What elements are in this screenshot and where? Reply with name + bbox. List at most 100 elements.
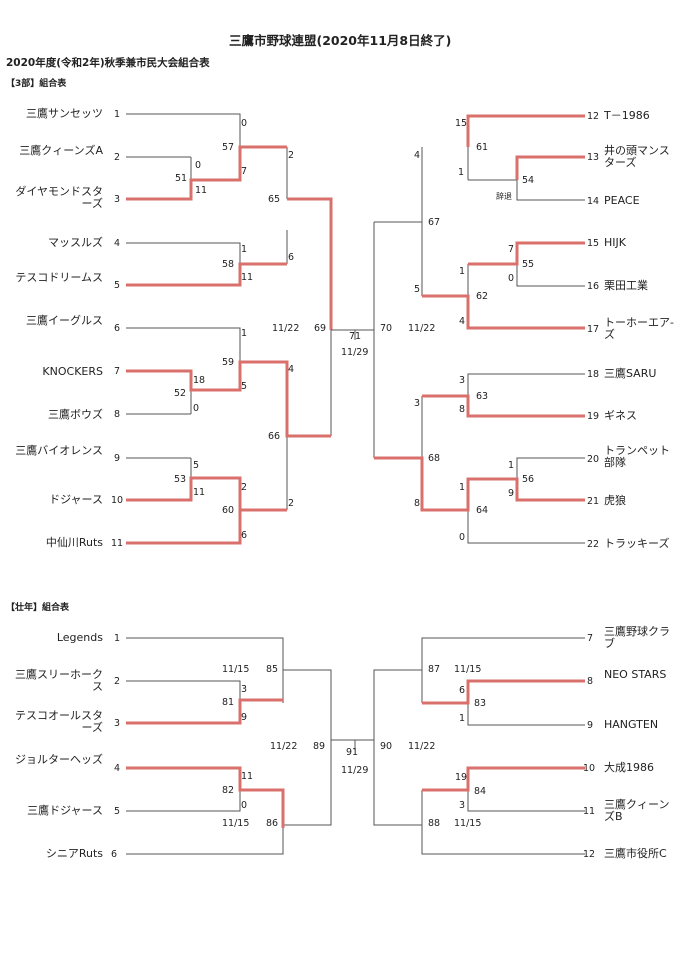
score: 6 bbox=[459, 685, 466, 696]
score: 3 bbox=[459, 375, 466, 386]
score: 8 bbox=[414, 498, 421, 509]
score: 5 bbox=[241, 381, 248, 392]
score: 4 bbox=[414, 150, 421, 161]
match-number: 51 bbox=[175, 173, 188, 184]
team-name: T－1986 bbox=[604, 109, 650, 122]
team-name: マッスルズ bbox=[48, 236, 103, 249]
team-name: ドジャース bbox=[49, 493, 103, 506]
score: 7 bbox=[508, 244, 515, 255]
team-seed: 16 bbox=[587, 281, 600, 292]
match-number: 61 bbox=[476, 142, 489, 153]
score: 辞退 bbox=[496, 192, 512, 201]
team-seed: 10 bbox=[111, 495, 124, 506]
team-seed: 9 bbox=[114, 453, 121, 464]
team-name: 三鷹ドジャース bbox=[27, 804, 103, 817]
team-seed: 15 bbox=[587, 238, 600, 249]
team-seed: 6 bbox=[111, 849, 118, 860]
score: 11 bbox=[241, 771, 254, 782]
match-number: 52 bbox=[174, 388, 187, 399]
section-label-div3: 【3部】組合表 bbox=[6, 79, 67, 89]
team-seed: 13 bbox=[587, 152, 600, 163]
team-name: トラッキーズ bbox=[604, 537, 670, 550]
match-number: 84 bbox=[474, 786, 487, 797]
date-label: 11/22 bbox=[270, 741, 298, 752]
score: 11 bbox=[195, 185, 208, 196]
match-number: 62 bbox=[476, 291, 489, 302]
match-number: 85 bbox=[266, 664, 279, 675]
div3-left-lines bbox=[126, 113, 332, 510]
match-number: 56 bbox=[522, 474, 535, 485]
team-name: テスコオールスターズ bbox=[15, 709, 103, 734]
senior-left-lines bbox=[126, 637, 332, 855]
score: 2 bbox=[288, 150, 295, 161]
team-seed: 11 bbox=[111, 538, 124, 549]
team-seed: 3 bbox=[114, 194, 121, 205]
team-name: 栗田工業 bbox=[604, 279, 648, 292]
team-name: HANGTEN bbox=[604, 718, 659, 731]
score: 1 bbox=[508, 460, 515, 471]
date-label: 11/15 bbox=[222, 818, 250, 829]
team-name: NEO STARS bbox=[604, 668, 667, 681]
div3-right-lines bbox=[331, 147, 585, 544]
team-seed: 18 bbox=[587, 369, 600, 380]
team-seed: 9 bbox=[587, 720, 594, 731]
date-label: 11/22 bbox=[272, 323, 300, 334]
score: 1 bbox=[459, 266, 466, 277]
score: 3 bbox=[241, 684, 248, 695]
score: 0 bbox=[195, 160, 202, 171]
team-name: 井の頭マンスターズ bbox=[604, 144, 670, 169]
team-seed: 14 bbox=[587, 196, 600, 207]
match-number: 53 bbox=[174, 474, 187, 485]
score: 6 bbox=[288, 252, 295, 263]
team-name: 三鷹クィーンズA bbox=[19, 144, 103, 157]
match-number: 66 bbox=[268, 431, 281, 442]
match-number: 68 bbox=[428, 453, 441, 464]
match-number: 86 bbox=[266, 818, 279, 829]
team-seed: 17 bbox=[587, 324, 600, 335]
match-number: 64 bbox=[476, 505, 489, 516]
team-seed: 12 bbox=[583, 849, 596, 860]
team-name: Legends bbox=[56, 631, 103, 644]
date-label: 11/15 bbox=[454, 664, 482, 675]
score: 9 bbox=[241, 712, 248, 723]
team-name: 虎狼 bbox=[604, 494, 626, 507]
page-subtitle: 2020年度(令和2年)秋季兼市民大会組合表 bbox=[6, 57, 210, 69]
date-label: 11/15 bbox=[222, 664, 250, 675]
team-seed: 11 bbox=[583, 806, 596, 817]
score: 5 bbox=[193, 460, 200, 471]
score: 11 bbox=[193, 487, 206, 498]
match-number: 82 bbox=[222, 785, 235, 796]
team-seed: 6 bbox=[114, 323, 121, 334]
match-number: 69 bbox=[314, 323, 327, 334]
match-number: 70 bbox=[380, 323, 393, 334]
score: 0 bbox=[193, 403, 200, 414]
team-name: トーホーエア-ズ bbox=[604, 317, 674, 341]
team-seed: 7 bbox=[114, 366, 121, 377]
team-name: 三鷹SARU bbox=[604, 367, 657, 380]
match-number: 83 bbox=[474, 698, 487, 709]
match-number: 90 bbox=[380, 741, 393, 752]
match-number: 59 bbox=[222, 357, 235, 368]
team-seed: 8 bbox=[114, 409, 121, 420]
senior-left-winners bbox=[126, 698, 285, 828]
team-name: 三鷹スリーホークス bbox=[15, 668, 103, 693]
team-seed: 1 bbox=[114, 109, 121, 120]
team-name: KNOCKERS bbox=[42, 365, 103, 378]
match-number: 55 bbox=[522, 259, 535, 270]
score: 11 bbox=[241, 272, 254, 283]
team-name: ジョルターヘッズ bbox=[15, 753, 103, 766]
score: 1 bbox=[241, 328, 248, 339]
match-number: 87 bbox=[428, 664, 441, 675]
team-name: HIJK bbox=[604, 236, 626, 249]
score: 15 bbox=[455, 118, 468, 129]
score: 1 bbox=[458, 167, 465, 178]
score: 0 bbox=[508, 273, 515, 284]
team-seed: 2 bbox=[114, 152, 121, 163]
team-name: トランペット部隊 bbox=[604, 444, 670, 469]
date-label: 11/22 bbox=[408, 741, 436, 752]
team-seed: 22 bbox=[587, 539, 600, 550]
score: 4 bbox=[288, 364, 295, 375]
match-number: 60 bbox=[222, 505, 235, 516]
team-seed: 3 bbox=[114, 718, 121, 729]
